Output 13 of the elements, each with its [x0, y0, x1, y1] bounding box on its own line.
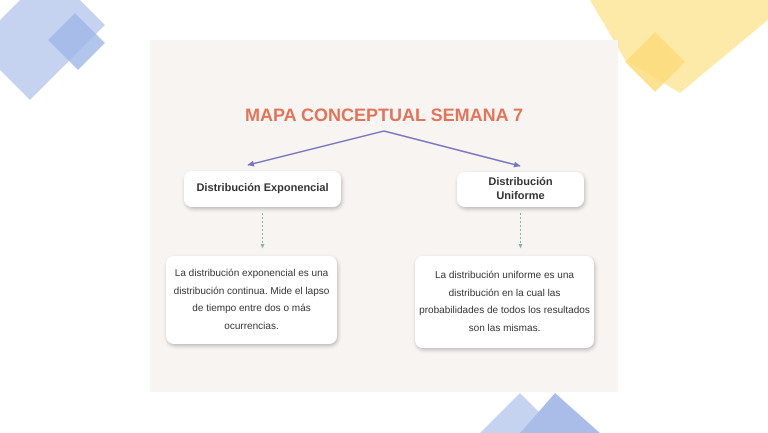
arrow: [384, 130, 521, 168]
concept-label: Distribución Exponencial: [196, 182, 329, 196]
concept-card: [184, 171, 341, 207]
arrow: [247, 130, 384, 166]
diagram-title: MAPA CONCEPTUAL SEMANA 7: [234, 102, 534, 128]
arrow: [260, 212, 264, 248]
description-text: La distribución exponencial es una distribución continua. Mide el lapso de tiempo entre dos o más ocurrencias.: [172, 267, 330, 334]
concept-label: Distribución Uniforme: [487, 176, 554, 203]
description-card: [166, 256, 337, 344]
arrow: [518, 212, 522, 248]
concept-card: [457, 172, 584, 207]
description-text: La distribución uniforme es una distribución en la cual las probabilidades de todos los resultados son las mismas.: [419, 269, 590, 336]
description-card: [415, 256, 594, 348]
